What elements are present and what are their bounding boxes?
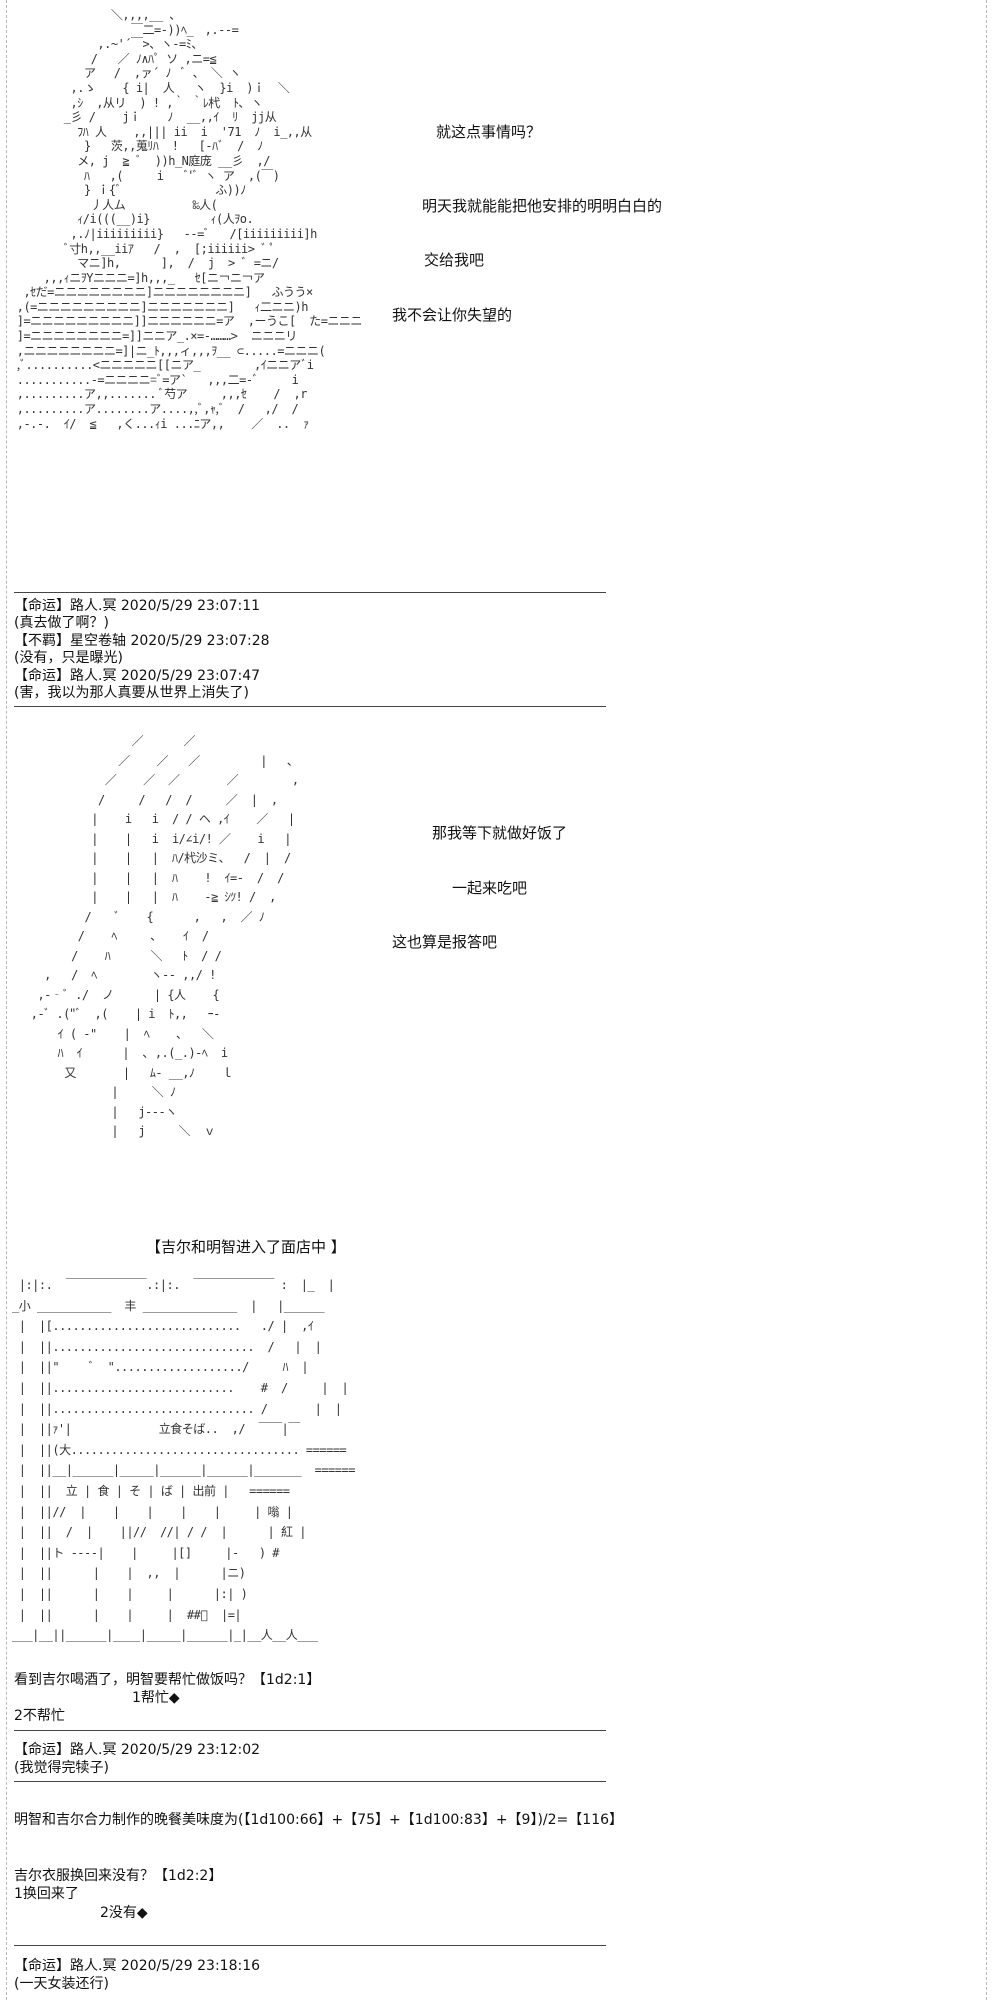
divider [14, 592, 606, 593]
choice-option-selected: 1帮忙◆ [132, 1690, 180, 1706]
divider [14, 1945, 606, 1946]
comment-body: (我觉得完犊子) [14, 1760, 109, 1776]
divider [14, 1730, 606, 1731]
dialogue-line: 一起来吃吧 [452, 879, 528, 897]
ascii-art-panel-1: ＼,,,,__ ､ ￣二=-))ﾍ_ ,.-‐= ,.~'´￣>、ヽ-=ﾐ、 /… [16, 8, 363, 431]
dialogue-line: 我不会让你失望的 [392, 306, 513, 324]
scene-caption: 【吉尔和明智进入了面店中 】 [146, 1238, 346, 1256]
comment-body: (真去做了啊？) [14, 615, 109, 631]
comment-header: 【命运】路人.冥 2020/5/29 23:12:02 [14, 1742, 261, 1758]
dice-result: 明智和吉尔合力制作的晚餐美味度为(【1d100:66】+【75】+【1d100:… [14, 1812, 624, 1828]
dialogue-line: 交给我吧 [424, 251, 485, 269]
comment-body: (害，我以为那人真要从世界上消失了) [14, 685, 249, 701]
choice-option: 1换回来了 [14, 1886, 79, 1902]
comment-header: 【命运】路人.冥 2020/5/29 23:07:11 [14, 598, 261, 614]
divider [14, 706, 606, 707]
comment-header: 【命运】路人.冥 2020/5/29 23:07:47 [14, 668, 261, 684]
choice-option-selected: 2没有◆ [100, 1905, 148, 1921]
page-border-right [986, 0, 987, 2000]
choice-question: 看到吉尔喝酒了，明智要帮忙做饭吗？【1d2:1】 [14, 1672, 321, 1688]
choice-question: 吉尔衣服换回来没有？【1d2:2】 [14, 1868, 223, 1884]
ascii-art-panel-2: ／ ／ ／ ／ ／ | ､ ／ ／ ／ ／ , / / / / ／ | , | … [30, 734, 299, 1138]
dialogue-line: 这也算是报答吧 [392, 933, 498, 951]
ascii-art-shop: |:|:. ￣￣￣￣￣￣￣.:|:. ￣￣￣￣￣￣￣ : |_ | _小 ___… [12, 1278, 355, 1643]
dialogue-line: 那我等下就做好饭了 [432, 824, 568, 842]
comment-body: (没有，只是曝光) [14, 650, 123, 666]
divider [14, 1781, 606, 1782]
dialogue-line: 就这点事情吗？ [436, 123, 542, 141]
comment-header: 【不羁】星空卷轴 2020/5/29 23:07:28 [14, 633, 270, 649]
comment-header: 【命运】路人.冥 2020/5/29 23:18:16 [14, 1958, 261, 1974]
page-border-left [6, 0, 12, 2000]
choice-option: 2不帮忙 [14, 1708, 65, 1724]
comment-body: (一天女装还行) [14, 1976, 109, 1992]
dialogue-line: 明天我就能能把他安排的明明白白的 [422, 197, 663, 215]
